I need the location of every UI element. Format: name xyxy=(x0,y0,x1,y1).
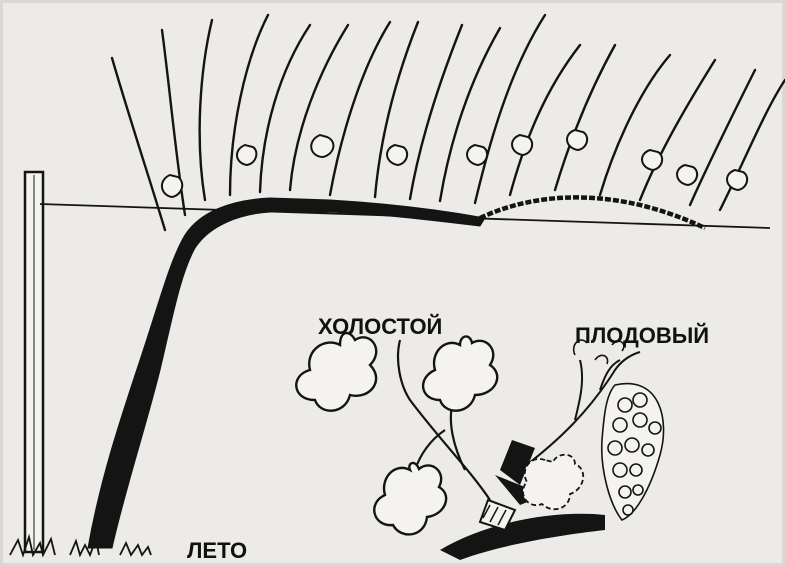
label-season: ЛЕТО xyxy=(187,538,247,563)
support-post xyxy=(25,172,43,552)
label-fruiting-shoot: ПЛОДОВЫЙ xyxy=(575,323,709,348)
label-barren-shoot: ХОЛОСТОЙ xyxy=(318,314,442,339)
